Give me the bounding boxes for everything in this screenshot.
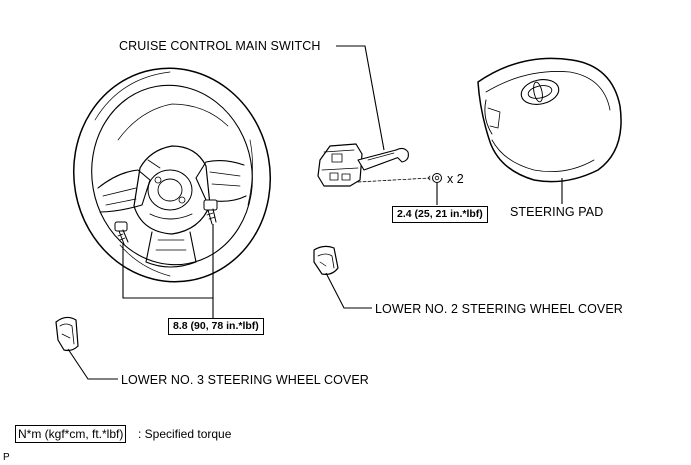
lower-no2-cover-leader — [325, 272, 372, 309]
wheel-bolt-leader — [122, 224, 214, 318]
cruise-switch-label: CRUISE CONTROL MAIN SWITCH — [119, 39, 321, 53]
lower-no2-cover-label: LOWER NO. 2 STEERING WHEEL COVER — [375, 302, 623, 316]
lower-no2-cover-illustration — [313, 245, 339, 275]
steering-pad-illustration — [477, 57, 622, 183]
lower-no3-cover-label: LOWER NO. 3 STEERING WHEEL COVER — [121, 373, 369, 387]
lower-no3-cover-leader — [67, 348, 118, 380]
steering-wheel-illustration — [72, 67, 272, 283]
steering-pad-label: STEERING PAD — [510, 205, 604, 219]
screw-quantity: x 2 — [447, 172, 464, 186]
wheel-bolt-torque: 8.8 (90, 78 in.*lbf) — [168, 318, 264, 335]
torque-unit-legend: N*m (kgf*cm, ft.*lbf) — [15, 425, 127, 443]
cruise-switch-illustration — [317, 143, 442, 187]
page-mark: P — [3, 452, 10, 463]
torque-legend-text: : Specified torque — [138, 427, 232, 441]
switch-screw-torque: 2.4 (25, 21 in.*lbf) — [392, 206, 488, 223]
lower-no3-cover-illustration — [55, 316, 79, 352]
cruise-switch-leader — [336, 45, 438, 205]
